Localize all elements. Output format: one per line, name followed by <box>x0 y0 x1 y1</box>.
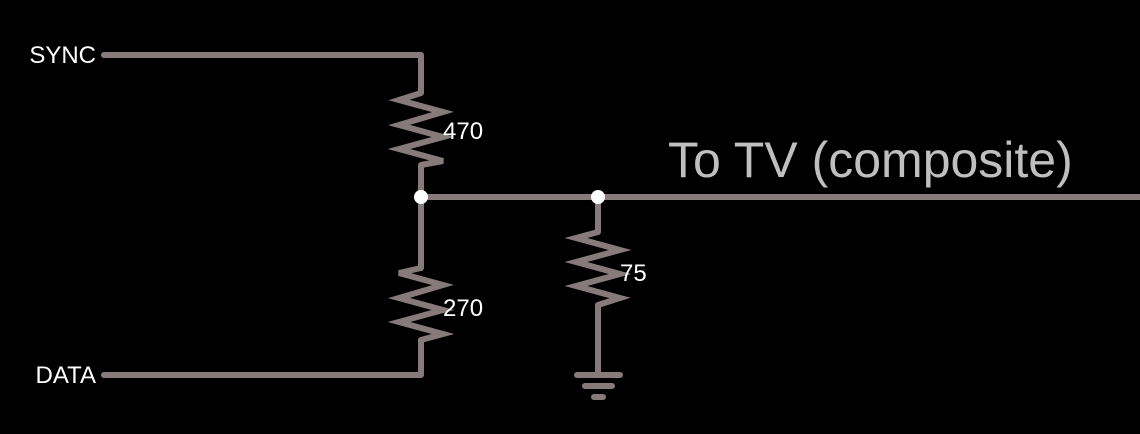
resistor-270-label: 270 <box>443 295 483 322</box>
sync-label: SYNC <box>29 42 96 69</box>
resistor-270 <box>387 265 455 343</box>
data-label: DATA <box>36 362 96 389</box>
junction-dot <box>414 190 428 204</box>
sync-wire <box>101 52 424 96</box>
resistor-75 <box>564 229 632 308</box>
resistor-470 <box>387 90 455 168</box>
data-wire <box>101 337 424 378</box>
resistor-75-label: 75 <box>620 260 647 287</box>
ground-icon <box>574 372 623 400</box>
junction-dot <box>591 190 605 204</box>
output-title: To TV (composite) <box>668 132 1073 188</box>
resistor-470-label: 470 <box>443 118 483 145</box>
